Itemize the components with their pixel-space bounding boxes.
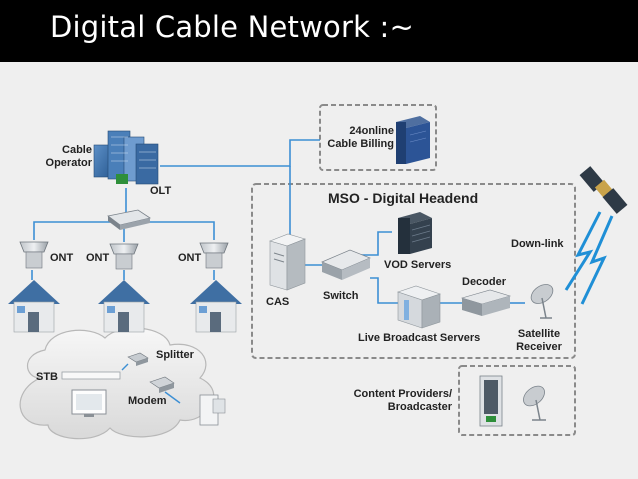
switch-icon xyxy=(321,249,371,280)
cas-label: CAS xyxy=(266,296,290,308)
satellite-receiver-label: Satellite Receiver xyxy=(516,328,562,353)
house-icon xyxy=(98,280,150,333)
tv-icon xyxy=(71,389,107,417)
billing-server-icon xyxy=(396,116,430,164)
stb-label: STB xyxy=(36,371,58,383)
down-link-label: Down-link xyxy=(511,238,564,250)
content-server-icon xyxy=(479,375,503,427)
content-providers-label: Content Providers/ Broadcaster xyxy=(353,388,452,413)
content-dish-icon xyxy=(523,385,546,421)
cloud-arrows xyxy=(121,363,181,404)
live-broadcast-servers-icon xyxy=(397,285,441,329)
vod-servers-label: VOD Servers xyxy=(384,259,452,271)
billing-box xyxy=(319,104,437,171)
downlink-lightning xyxy=(564,211,614,305)
live-broadcast-servers-label: Live Broadcast Servers xyxy=(358,332,481,344)
ont-label-2: ONT xyxy=(86,252,110,264)
computer-icon xyxy=(199,394,226,426)
billing-label: 24online Cable Billing xyxy=(327,125,394,150)
ont-label-3: ONT xyxy=(178,252,202,264)
ont-device-icon xyxy=(109,243,139,270)
house-icon xyxy=(190,280,242,333)
decoder-label: Decoder xyxy=(462,276,507,288)
olt-switch-icon xyxy=(107,209,151,230)
satellite-dish-icon xyxy=(530,284,554,319)
modem-device-icon xyxy=(149,376,175,393)
content-provider-box xyxy=(458,365,576,436)
house-icon xyxy=(8,280,60,333)
cable-operator-label: Cable Operator xyxy=(45,144,92,169)
decoder-icon xyxy=(460,289,512,316)
cas-server-icon xyxy=(269,233,306,291)
splitter-device-icon xyxy=(127,352,149,366)
slide-title: Digital Cable Network :~ xyxy=(50,10,414,44)
headend-title: MSO - Digital Headend xyxy=(328,190,479,206)
ont-label-1: ONT xyxy=(50,252,74,264)
splitter-label: Splitter xyxy=(156,349,194,361)
link-lines xyxy=(31,139,525,399)
ont-device-icon xyxy=(19,241,49,269)
title-bar: Digital Cable Network :~ xyxy=(0,0,638,62)
home-network-cloud xyxy=(19,327,215,440)
ont-device-icon xyxy=(199,242,229,269)
olt-label: OLT xyxy=(150,185,172,197)
switch-label: Switch xyxy=(323,290,359,302)
cable-operator-building-icon xyxy=(93,130,159,185)
modem-label: Modem xyxy=(128,395,167,407)
stb-device-icon xyxy=(61,371,121,380)
satellite-icon xyxy=(579,166,628,214)
headend-box xyxy=(251,183,576,359)
vod-servers-icon xyxy=(398,212,432,254)
